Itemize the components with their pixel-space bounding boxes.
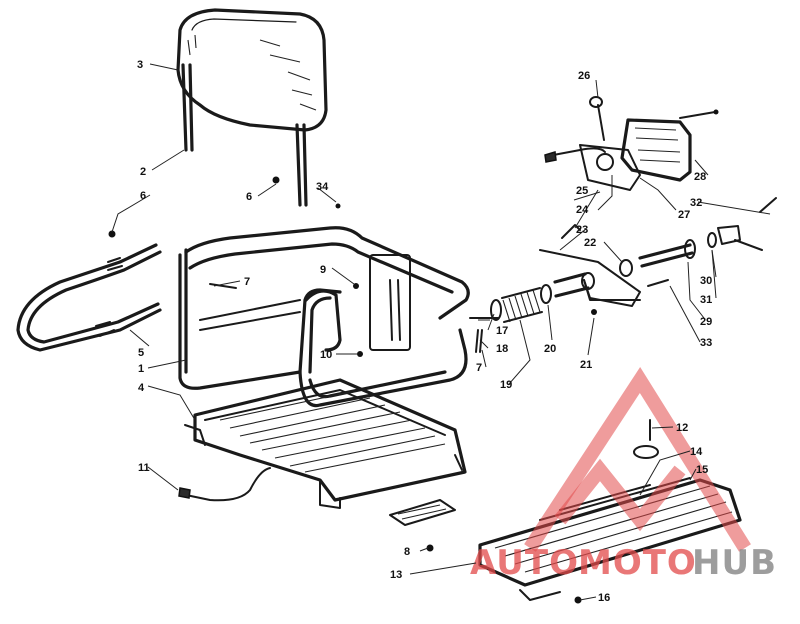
callout-9: 9 <box>320 264 326 276</box>
spring-hinge-group <box>469 272 597 353</box>
callout-7a: 7 <box>244 276 250 288</box>
backrest-assembly <box>176 8 328 207</box>
callout-8: 8 <box>404 546 410 558</box>
latch-pin-assembly <box>638 197 777 287</box>
callout-5: 5 <box>138 347 144 359</box>
callout-17: 17 <box>496 325 508 337</box>
callout-14: 14 <box>690 446 703 458</box>
callout-11: 11 <box>138 462 150 474</box>
callout-6b: 6 <box>246 191 252 203</box>
callout-28: 28 <box>694 171 706 183</box>
callout-24: 24 <box>576 204 589 216</box>
callout-2: 2 <box>140 166 146 178</box>
callout-29: 29 <box>700 316 712 328</box>
seat-base-pan <box>184 378 467 509</box>
callout-26: 26 <box>578 70 590 82</box>
callout-21: 21 <box>580 359 592 371</box>
callout-33: 33 <box>700 337 712 349</box>
leader-lines <box>111 63 771 601</box>
watermark-text-hub: HUB <box>692 543 777 583</box>
callout-10: 10 <box>320 349 332 361</box>
watermark-text-moto: MOTO <box>578 543 697 583</box>
callout-6a: 6 <box>140 190 146 202</box>
watermark-text-auto: AUTO <box>470 543 579 583</box>
callout-1: 1 <box>138 363 144 375</box>
watermark-logo: AUTO MOTO HUB <box>470 367 777 583</box>
hinge-bracket <box>539 224 641 307</box>
callout-18: 18 <box>496 343 508 355</box>
callout-7b: 7 <box>476 362 482 374</box>
callout-19: 19 <box>500 379 512 391</box>
hardware-dots <box>108 176 582 604</box>
tail-light-assembly <box>544 96 719 191</box>
callout-27: 27 <box>678 209 690 221</box>
callout-3: 3 <box>137 59 143 71</box>
callout-12: 12 <box>676 422 688 434</box>
callout-numbers: 3 2 6 6 34 7 9 5 1 4 10 11 8 13 12 14 15… <box>137 59 712 604</box>
side-rail <box>16 243 162 352</box>
callout-20: 20 <box>544 343 556 355</box>
callout-25: 25 <box>576 185 588 197</box>
callout-15: 15 <box>696 464 708 476</box>
callout-13: 13 <box>390 569 402 581</box>
callout-34: 34 <box>316 181 329 193</box>
callout-4: 4 <box>138 382 145 394</box>
callout-22: 22 <box>584 237 596 249</box>
callout-31: 31 <box>700 294 712 306</box>
callout-30: 30 <box>700 275 712 287</box>
callout-16: 16 <box>598 592 610 604</box>
callout-32: 32 <box>690 197 702 209</box>
wire-harness <box>178 467 271 502</box>
seat-frame <box>178 226 470 408</box>
callout-23: 23 <box>576 224 588 236</box>
